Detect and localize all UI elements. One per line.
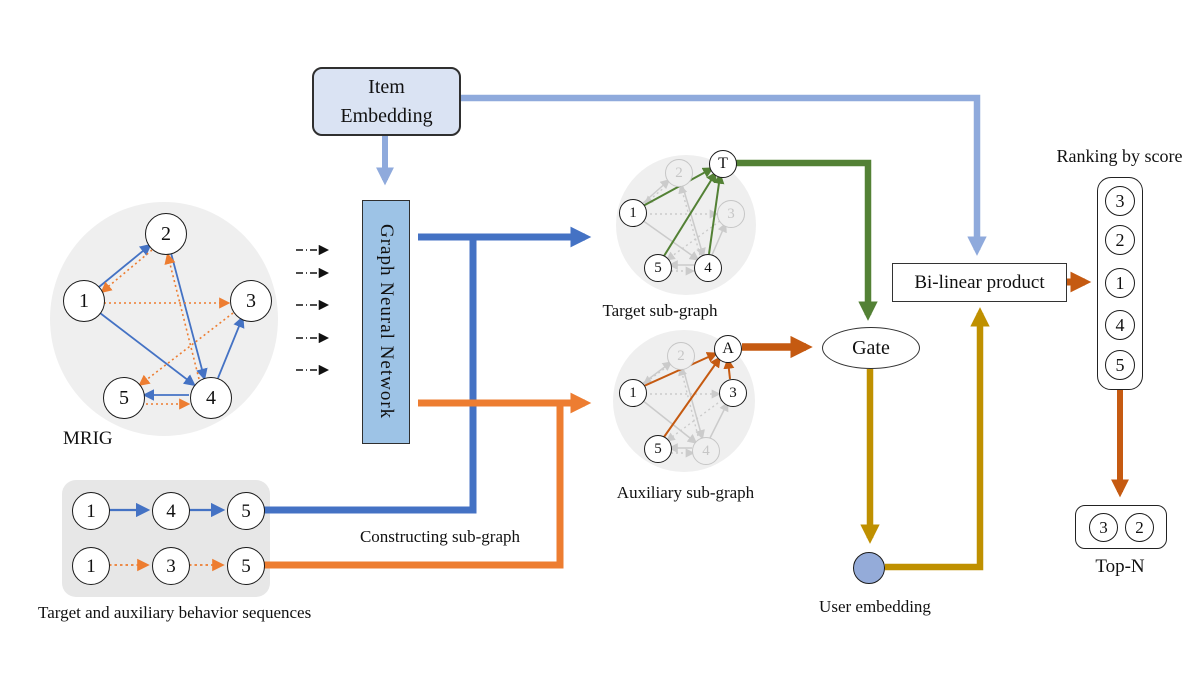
- mrig-edge-2-4: [170, 252, 208, 381]
- ranking-item-1: 3: [1105, 186, 1135, 216]
- gnn-box: Graph Neural Network: [362, 200, 410, 444]
- target-subgraph-label: Target sub-graph: [602, 301, 718, 320]
- mrig-edge-1-4: [99, 312, 196, 387]
- aux-node-1: 1: [619, 379, 647, 407]
- item-embedding-text: Item Embedding: [340, 73, 432, 131]
- aux-ghost-edges-dotted: [642, 365, 723, 458]
- gnn-input-arrows: [296, 244, 330, 376]
- mrig-node-4: 4: [190, 377, 232, 419]
- user-embedding-circle: [853, 552, 885, 584]
- aghost-1-4: [641, 399, 698, 444]
- constructing-subgraph-label: Constructing sub-graph: [359, 527, 521, 546]
- bilinear-product-label: Bi-linear product: [914, 271, 1045, 293]
- aghost-2-4: [682, 367, 705, 440]
- tedge-1-T: [642, 167, 714, 207]
- mrig-edge-4-3: [217, 315, 245, 379]
- mrig-target-edges: [98, 243, 245, 401]
- ranking-item-2: 2: [1105, 225, 1135, 255]
- aux-subgraph-label: Auxiliary sub-graph: [616, 483, 755, 502]
- tghost-2-1: [643, 185, 667, 205]
- mrig-edge-1-2: [98, 243, 152, 288]
- ranking-item-4: 4: [1105, 310, 1135, 340]
- sequences-caption: Target and auxiliary behavior sequences: [38, 603, 312, 622]
- seq-target-node-1: 1: [72, 492, 110, 530]
- aux-ghost-node-2: 2: [667, 342, 695, 370]
- aghost-4-3: [709, 401, 729, 439]
- aux-orange-edges: [643, 352, 735, 438]
- gate-ellipse: Gate: [822, 327, 920, 369]
- tghost-4-3: [711, 222, 727, 256]
- aedge-5-A: [663, 356, 721, 438]
- target-ghost-node-2: 2: [665, 159, 693, 187]
- aghost-3-5: [665, 399, 723, 442]
- topn-item-1: 3: [1089, 513, 1118, 542]
- item-embedding-line1: Item: [368, 75, 405, 98]
- seq-aux-node-1: 1: [72, 547, 110, 585]
- flow-green-T-to-gate: [733, 159, 878, 321]
- aedge-1-A: [643, 352, 719, 387]
- mrig-edge-2-1: [100, 249, 153, 294]
- aghost-4-2: [678, 366, 699, 437]
- target-node-5: 5: [644, 254, 672, 282]
- gnn-label: Graph Neural Network: [376, 224, 397, 420]
- mrig-edge-4-2: [164, 252, 200, 380]
- target-ghost-node-3: 3: [717, 200, 745, 228]
- mrig-edge-3-5: [138, 312, 234, 387]
- aux-ghost-node-4: 4: [692, 437, 720, 465]
- aux-node-5: 5: [644, 435, 672, 463]
- tghost-1-4: [641, 219, 700, 261]
- bilinear-product-box: Bi-linear product: [892, 263, 1067, 302]
- flow-lightblue-itememb-to-bilinear: [457, 94, 987, 256]
- topn-item-2: 2: [1125, 513, 1154, 542]
- mrig-node-5: 5: [103, 377, 145, 419]
- user-embedding-label: User embedding: [819, 597, 931, 616]
- item-embedding-box: Item Embedding: [312, 67, 461, 136]
- aux-node-A: A: [714, 335, 742, 363]
- target-node-4: 4: [694, 254, 722, 282]
- ranking-label: Ranking by score: [1056, 146, 1183, 166]
- item-embedding-line2: Embedding: [340, 104, 433, 127]
- mrig-node-2: 2: [145, 213, 187, 255]
- flow-blue-seq-to-gnn-line: [264, 234, 477, 514]
- target-ghost-edges-dotted: [643, 184, 721, 276]
- seq-aux-node-5: 5: [227, 547, 265, 585]
- flow-orange-seq-to-gnn-line: [264, 400, 564, 569]
- tedge-5-T: [663, 171, 717, 257]
- flow-gold-useremb-to-bilinear: [885, 307, 990, 571]
- tghost-4-2: [678, 184, 701, 256]
- aedge-3-A: [723, 357, 735, 380]
- ranking-item-5: 5: [1105, 350, 1135, 380]
- mrig-node-1: 1: [63, 280, 105, 322]
- ranking-item-3: 1: [1105, 268, 1135, 298]
- mrig-auxiliary-edges: [100, 249, 234, 410]
- seq-target-node-5: 5: [227, 492, 265, 530]
- mrig-label: MRIG: [63, 428, 113, 449]
- aux-node-3: 3: [719, 379, 747, 407]
- gate-label: Gate: [852, 336, 890, 359]
- tghost-2-4: [681, 183, 706, 258]
- tghost-3-5: [665, 220, 721, 261]
- seq-aux-node-3: 3: [152, 547, 190, 585]
- seq-target-node-4: 4: [152, 492, 190, 530]
- target-green-edges: [642, 167, 725, 257]
- mrig-node-3: 3: [230, 280, 272, 322]
- target-node-1: 1: [619, 199, 647, 227]
- target-node-T: T: [709, 150, 737, 178]
- topn-label: Top-N: [1095, 556, 1145, 577]
- tedge-4-T: [708, 172, 725, 255]
